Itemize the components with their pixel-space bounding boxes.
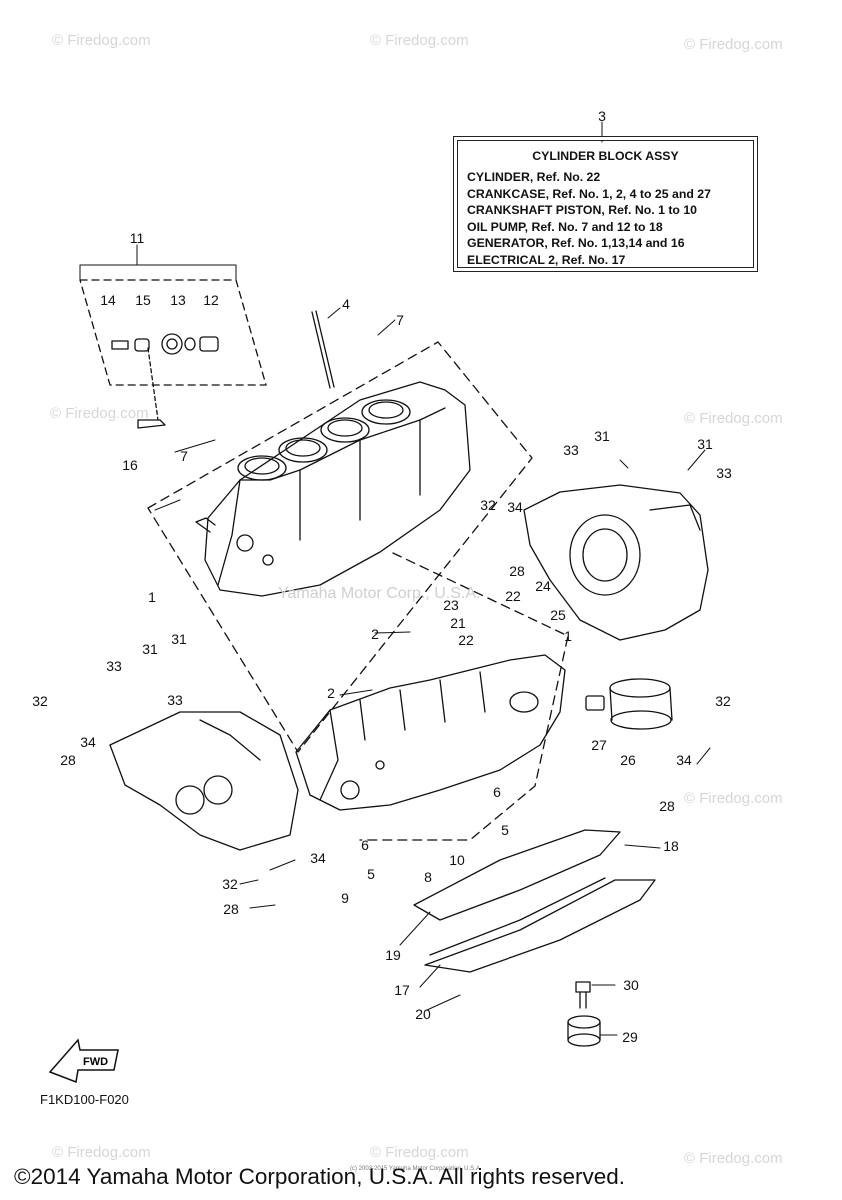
callout-15: 15 (135, 292, 151, 308)
center-watermark: Yamaha Motor Corp., U.S.A. (278, 585, 481, 602)
mount-29 (567, 1015, 601, 1047)
bolt-30 (575, 981, 591, 1009)
watermark: © Firedog.com (684, 36, 783, 53)
callout-21: 21 (450, 615, 466, 631)
callout-31: 31 (142, 641, 158, 657)
callout-32: 32 (32, 693, 48, 709)
callout-5: 5 (501, 822, 509, 838)
lower-crankcase-part (295, 654, 566, 811)
info-box-line: OIL PUMP, Ref. No. 7 and 12 to 18 (467, 219, 663, 234)
callout-25: 25 (550, 607, 566, 623)
info-box-line: CYLINDER, Ref. No. 22 (467, 170, 601, 184)
watermark: © Firedog.com (52, 1144, 151, 1161)
callout-6: 6 (493, 784, 501, 800)
callout-33: 33 (563, 442, 579, 458)
callout-24: 24 (535, 578, 551, 594)
callout-14: 14 (100, 292, 116, 308)
callout-23: 23 (443, 597, 459, 613)
info-box-line: CRANKCASE, Ref. No. 1, 2, 4 to 25 and 27 (467, 186, 711, 201)
watermark: © Firedog.com (370, 32, 469, 49)
callout-2: 2 (371, 626, 379, 642)
callout-16: 16 (122, 457, 138, 473)
callout-33: 33 (716, 465, 732, 481)
callout-2: 2 (327, 685, 335, 701)
leader-lines (79, 121, 711, 1036)
callout-4: 4 (342, 296, 350, 312)
callout-19: 19 (385, 947, 401, 963)
callout-28: 28 (659, 798, 675, 814)
callout-30: 30 (623, 977, 639, 993)
callout-34: 34 (507, 499, 523, 515)
callout-20: 20 (415, 1006, 431, 1022)
callout-5: 5 (367, 866, 375, 882)
callout-8: 8 (424, 869, 432, 885)
callout-33: 33 (106, 658, 122, 674)
callout-29: 29 (622, 1029, 638, 1045)
left-crankcase-cover-part (109, 711, 299, 851)
oil-pan-part (413, 829, 656, 973)
callout-3: 3 (598, 108, 606, 124)
callout-28: 28 (60, 752, 76, 768)
callout-26: 26 (620, 752, 636, 768)
callout-7: 7 (396, 312, 404, 328)
oil-filter-26 (609, 678, 673, 730)
callout-22: 22 (505, 588, 521, 604)
callout-32: 32 (715, 693, 731, 709)
callout-9: 9 (341, 890, 349, 906)
info-box-line: CRANKSHAFT PISTON, Ref. No. 1 to 10 (467, 203, 698, 217)
callout-31: 31 (171, 631, 187, 647)
callout-31: 31 (697, 436, 713, 452)
callout-33: 33 (167, 692, 183, 708)
callout-27: 27 (591, 737, 607, 753)
info-box-title: CYLINDER BLOCK ASSY (532, 149, 679, 163)
watermark: © Firedog.com (684, 410, 783, 427)
cylinder-block-part (195, 381, 471, 597)
callout-10: 10 (449, 852, 465, 868)
callout-1: 1 (148, 589, 156, 605)
right-crankcase-cover-part (523, 484, 709, 641)
callout-11: 11 (129, 230, 145, 246)
dashed-group-11 (79, 279, 267, 386)
callout-1: 1 (564, 628, 572, 644)
callout-17: 17 (394, 982, 410, 998)
cylinder-block-assy-box: CYLINDER BLOCK ASSY CYLINDER, Ref. No. 2… (457, 140, 754, 268)
copyright-notice: ©2014 Yamaha Motor Corporation, U.S.A. A… (14, 1164, 626, 1189)
fitting-27 (585, 695, 605, 711)
callout-32: 32 (222, 876, 238, 892)
tiny-credit: (c) 2003-2015 Yamaha Motor Corporation, … (350, 1166, 482, 1172)
watermark: © Firedog.com (684, 790, 783, 807)
watermark: © Firedog.com (370, 1144, 469, 1161)
callout-28: 28 (509, 563, 525, 579)
watermark: © Firedog.com (50, 405, 149, 422)
callout-12: 12 (203, 292, 219, 308)
callout-28: 28 (223, 901, 239, 917)
callout-22: 22 (458, 632, 474, 648)
info-box-line: GENERATOR, Ref. No. 1,13,14 and 16 (467, 236, 685, 250)
callout-13: 13 (170, 292, 186, 308)
callout-18: 18 (663, 838, 679, 854)
watermark: © Firedog.com (52, 32, 151, 49)
callout-31: 31 (594, 428, 610, 444)
figure-code: F1KD100-F020 (40, 1092, 129, 1107)
dashed-group-lower (359, 552, 569, 841)
info-box-line: ELECTRICAL 2, Ref. No. 17 (467, 252, 626, 267)
dashed-group-cylinder (147, 341, 533, 753)
stud-4 (311, 310, 335, 389)
fwd-arrow: FWD (48, 1038, 119, 1084)
callout-7: 7 (180, 448, 188, 464)
callout-34: 34 (310, 850, 326, 866)
callout-6: 6 (361, 837, 369, 853)
callout-32: 32 (480, 497, 496, 513)
parts-group-11 (111, 333, 219, 429)
watermark: © Firedog.com (684, 1150, 783, 1167)
fwd-label: FWD (83, 1056, 108, 1068)
callout-34: 34 (80, 734, 96, 750)
callout-34: 34 (676, 752, 692, 768)
